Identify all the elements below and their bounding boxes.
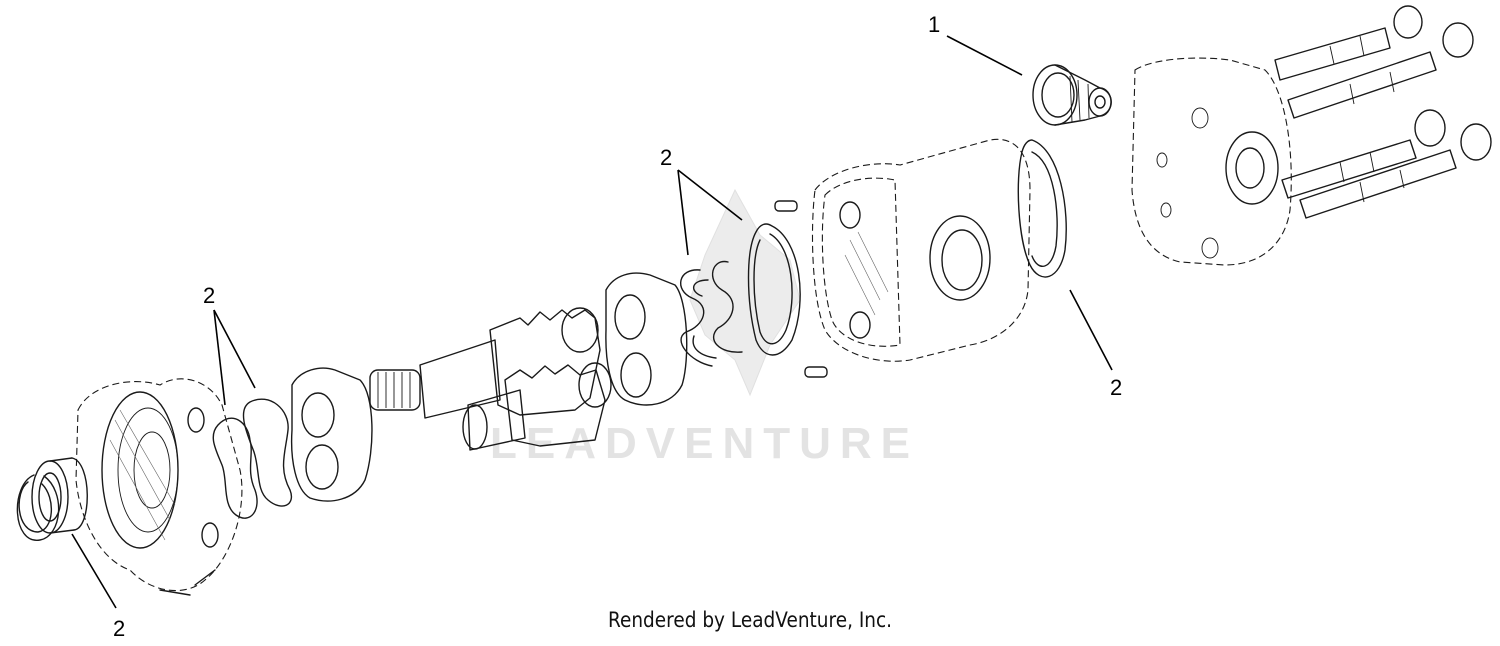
callout-2-bottom: 2: [71, 533, 125, 641]
leader-line: [946, 35, 1023, 76]
callout-2-left: 2: [203, 283, 256, 406]
leader-line: [213, 309, 226, 406]
render-credit: Rendered by LeadVenture, Inc.: [607, 608, 893, 632]
body-o-ring: [747, 223, 801, 356]
leader-line: [1069, 289, 1113, 371]
callout-number: 2: [203, 283, 215, 308]
drive-gear-part: [369, 307, 601, 419]
cap-screw-part: [1274, 5, 1492, 219]
bearing-block-left: [290, 367, 373, 502]
leader-line: [677, 169, 689, 256]
callout-number: 2: [113, 616, 125, 641]
bearing-block-right: [605, 272, 688, 406]
watermark-text: LEADVENTURE: [490, 419, 919, 468]
front-flange-part: [75, 378, 243, 596]
wear-plate-seal-middle: [679, 260, 743, 367]
shaft-seal-part: [31, 457, 88, 534]
watermark: LEADVENTURE: [490, 188, 919, 468]
leader-line: [213, 309, 256, 389]
callout-number: 1: [928, 12, 940, 37]
callout-2-top: 2: [660, 145, 743, 256]
relief-valve-part: [1032, 64, 1112, 126]
idler-gear-part: [462, 362, 612, 451]
rear-cover-part: [1131, 57, 1292, 266]
dowel-pin-part: [774, 200, 828, 378]
callout-1: 1: [928, 12, 1023, 76]
callout-2-right: 2: [1069, 289, 1122, 400]
callout-number: 2: [1110, 375, 1122, 400]
wear-plate-seal-left: [212, 398, 293, 519]
snap-ring-part: [16, 474, 60, 541]
leader-line: [71, 533, 117, 609]
gear-housing-part: [811, 138, 1031, 362]
callout-number: 2: [660, 145, 672, 170]
leader-line: [677, 169, 743, 221]
rear-o-ring: [1017, 139, 1067, 278]
